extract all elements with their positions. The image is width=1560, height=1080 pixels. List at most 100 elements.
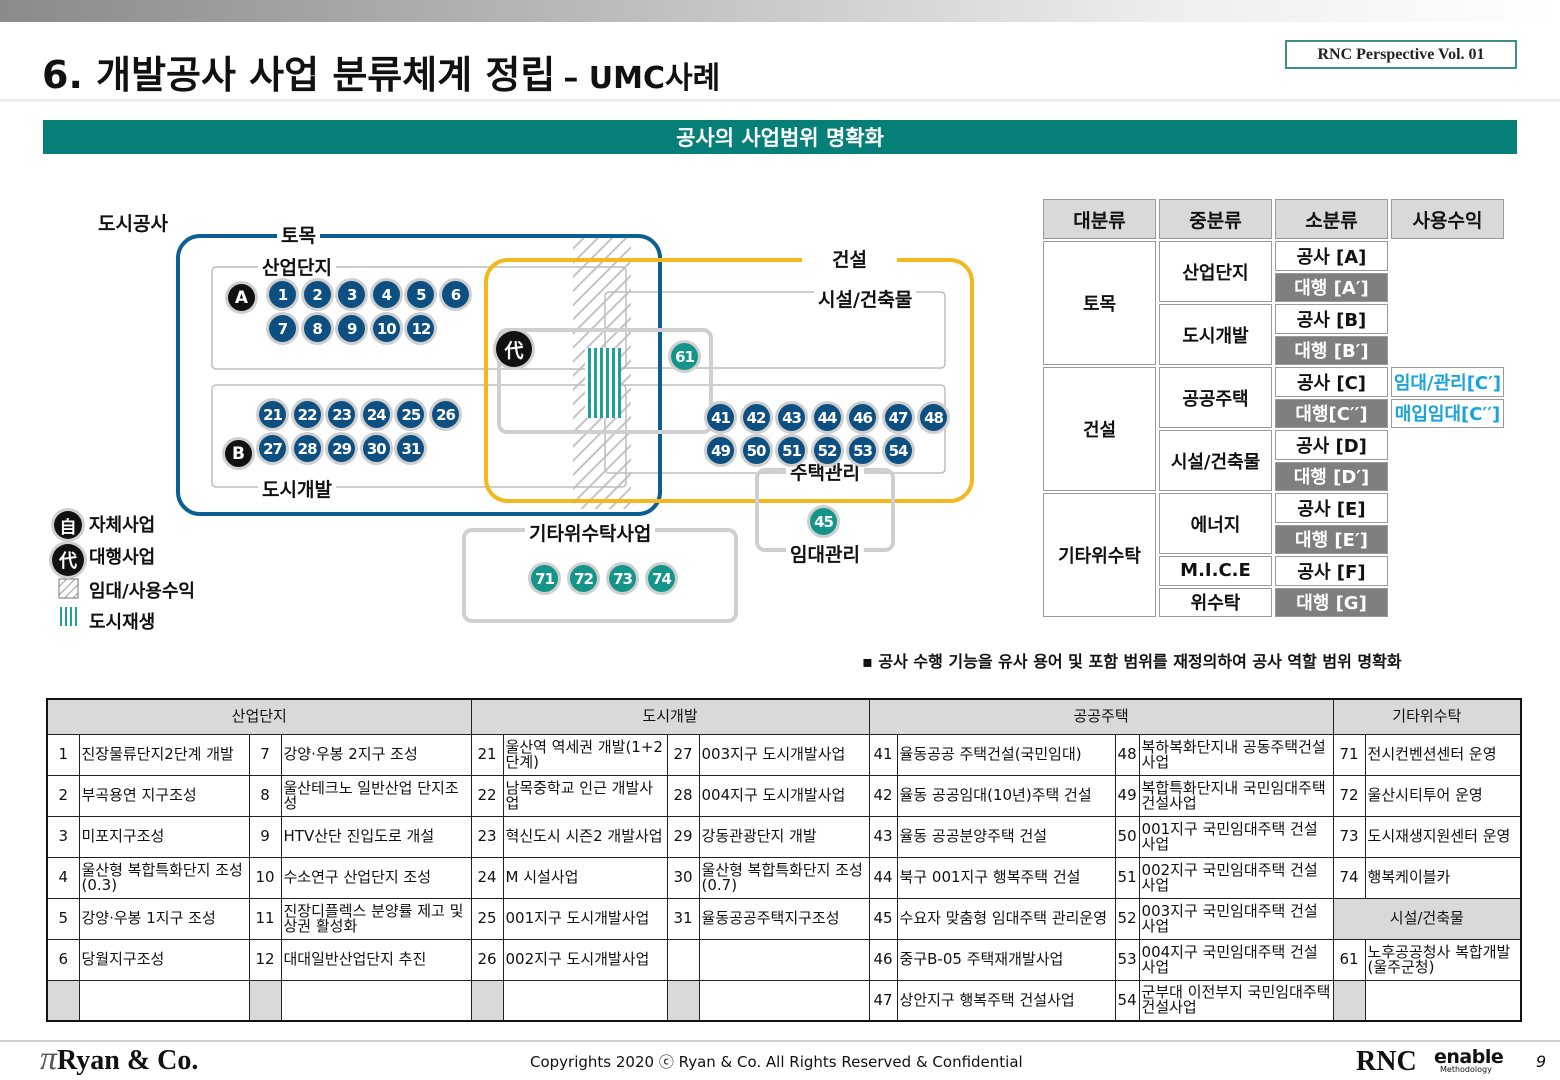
list-number: 22 <box>470 774 504 817</box>
enable-logo: enable <box>1434 1046 1504 1068</box>
list-project-name <box>280 979 472 1022</box>
project-circle-22: 22 <box>293 401 321 428</box>
list-number: 73 <box>1332 815 1366 858</box>
scope-note: ▪ 공사 수행 기능을 유사 용어 및 포함 범위를 재정의하여 공사 역할 범… <box>862 652 1402 671</box>
legend-hatch-swatch <box>58 578 79 599</box>
list-number: 42 <box>868 774 898 817</box>
project-circle-7: 7 <box>269 315 296 342</box>
project-circle-73: 73 <box>609 565 636 592</box>
list-number: 44 <box>868 856 898 899</box>
list-number: 74 <box>1332 856 1366 899</box>
project-circle-31: 31 <box>397 435 425 462</box>
list-project-name <box>698 938 870 981</box>
copyright: Copyrights 2020 ⓒ Ryan & Co. All Rights … <box>530 1053 1023 1071</box>
project-circle-1: 1 <box>269 281 296 308</box>
cls-header-major: 대분류 <box>1043 199 1156 239</box>
civil-label: 토목 <box>277 224 320 248</box>
urban-dev-label: 도시개발 <box>258 478 336 502</box>
classification-table: 대분류 중분류 소분류 사용수익 토목 산업단지 공사 [A] 대행 [A′] … <box>1040 197 1507 619</box>
list-number: 41 <box>868 733 898 776</box>
list-number <box>666 979 700 1022</box>
list-project-name <box>1364 979 1522 1022</box>
project-circle-30: 30 <box>362 435 390 462</box>
methodology-label: Methodology <box>1440 1065 1492 1074</box>
civil-frame <box>176 234 662 516</box>
project-circle-6: 6 <box>442 281 469 308</box>
project-circle-41: 41 <box>707 404 734 431</box>
project-circle-47: 47 <box>884 404 912 431</box>
list-project-name: 001지구 도시개발사업 <box>502 897 668 940</box>
list-header-housing: 공공주택 <box>868 698 1334 735</box>
cls-facility: 시설/건축물 <box>1159 430 1272 491</box>
list-number: 46 <box>868 938 898 981</box>
list-number: 50 <box>1114 815 1140 858</box>
company-logo: πRyan & Co. <box>40 1040 199 1077</box>
list-number: 47 <box>868 979 898 1022</box>
project-circle-23: 23 <box>328 401 356 428</box>
project-circle-61: 61 <box>671 343 698 370</box>
list-number <box>1332 979 1366 1022</box>
list-project-name: 미포지구조성 <box>78 815 250 858</box>
list-project-name: 중구B-05 주택재개발사업 <box>896 938 1116 981</box>
cls-header-middle: 중분류 <box>1159 199 1272 239</box>
urban-corp-label: 도시공사 <box>98 213 168 235</box>
list-header-industrial: 산업단지 <box>46 698 472 735</box>
list-number: 43 <box>868 815 898 858</box>
list-project-name: 울산형 복합특화단지 조성(0.7) <box>698 856 870 899</box>
list-project-name: 상안지구 행복주택 건설사업 <box>896 979 1116 1022</box>
project-circle-48: 48 <box>920 404 947 431</box>
cls-ind-a2: 대행 [A′] <box>1275 272 1388 302</box>
list-header-urbandev: 도시개발 <box>470 698 870 735</box>
project-circle-25: 25 <box>397 401 425 428</box>
cls-ud-b: 공사 [B] <box>1275 304 1388 334</box>
list-project-name: 남목중학교 인근 개발사업 <box>502 774 668 817</box>
cls-mice-f: 공사 [F] <box>1275 556 1388 586</box>
list-project-name: 002지구 도시개발사업 <box>502 938 668 981</box>
cls-energy: 에너지 <box>1159 493 1272 554</box>
list-project-name: 복합특화단지내 국민임대주택 건설사업 <box>1138 774 1334 817</box>
list-project-name: 율동 공공임대(10년)주택 건설 <box>896 774 1116 817</box>
construction-frame <box>484 258 974 503</box>
project-circle-9: 9 <box>338 315 366 342</box>
cls-ph-buy: 매입임대[C′′] <box>1391 398 1504 428</box>
project-circle-53: 53 <box>849 437 876 464</box>
project-circle-12: 12 <box>407 315 435 342</box>
list-project-name: 004지구 도시개발사업 <box>698 774 870 817</box>
list-project-name: 001지구 국민임대주택 건설사업 <box>1138 815 1334 858</box>
cls-ph-rent: 임대/관리[C′] <box>1391 367 1504 397</box>
list-number: 11 <box>248 897 282 940</box>
list-number <box>46 979 80 1022</box>
list-number: 1 <box>46 733 80 776</box>
legend-agency-label: 대행사업 <box>89 547 156 568</box>
facility-label: 시설/건축물 <box>814 288 917 312</box>
list-number <box>470 979 504 1022</box>
list-number: 12 <box>248 938 282 981</box>
list-project-name <box>502 979 668 1022</box>
rnc-logo: RNC <box>1356 1046 1417 1077</box>
project-circle-45: 45 <box>810 508 837 535</box>
list-project-name: 율동 공공분양주택 건설 <box>896 815 1116 858</box>
project-circle-42: 42 <box>742 404 770 431</box>
project-circle-5: 5 <box>407 281 435 308</box>
list-number: 4 <box>46 856 80 899</box>
list-number: 21 <box>470 733 504 776</box>
cls-ph-c: 공사 [C] <box>1275 367 1388 397</box>
cls-ud-b2: 대행 [B′] <box>1275 335 1388 365</box>
list-project-name: 울산역 역세권 개발(1+2단계) <box>502 733 668 776</box>
legend-self-label: 자체사업 <box>89 515 156 536</box>
regen-block <box>585 348 621 418</box>
header-divider <box>0 99 1560 103</box>
legend-stripe-swatch <box>59 607 78 626</box>
list-number: 6 <box>46 938 80 981</box>
volume-badge: RNC Perspective Vol. 01 <box>1285 40 1517 69</box>
cls-mice: M.I.C.E <box>1159 556 1272 586</box>
project-circle-74: 74 <box>648 565 675 592</box>
section-banner: 공사의 사업범위 명확화 <box>43 120 1517 154</box>
